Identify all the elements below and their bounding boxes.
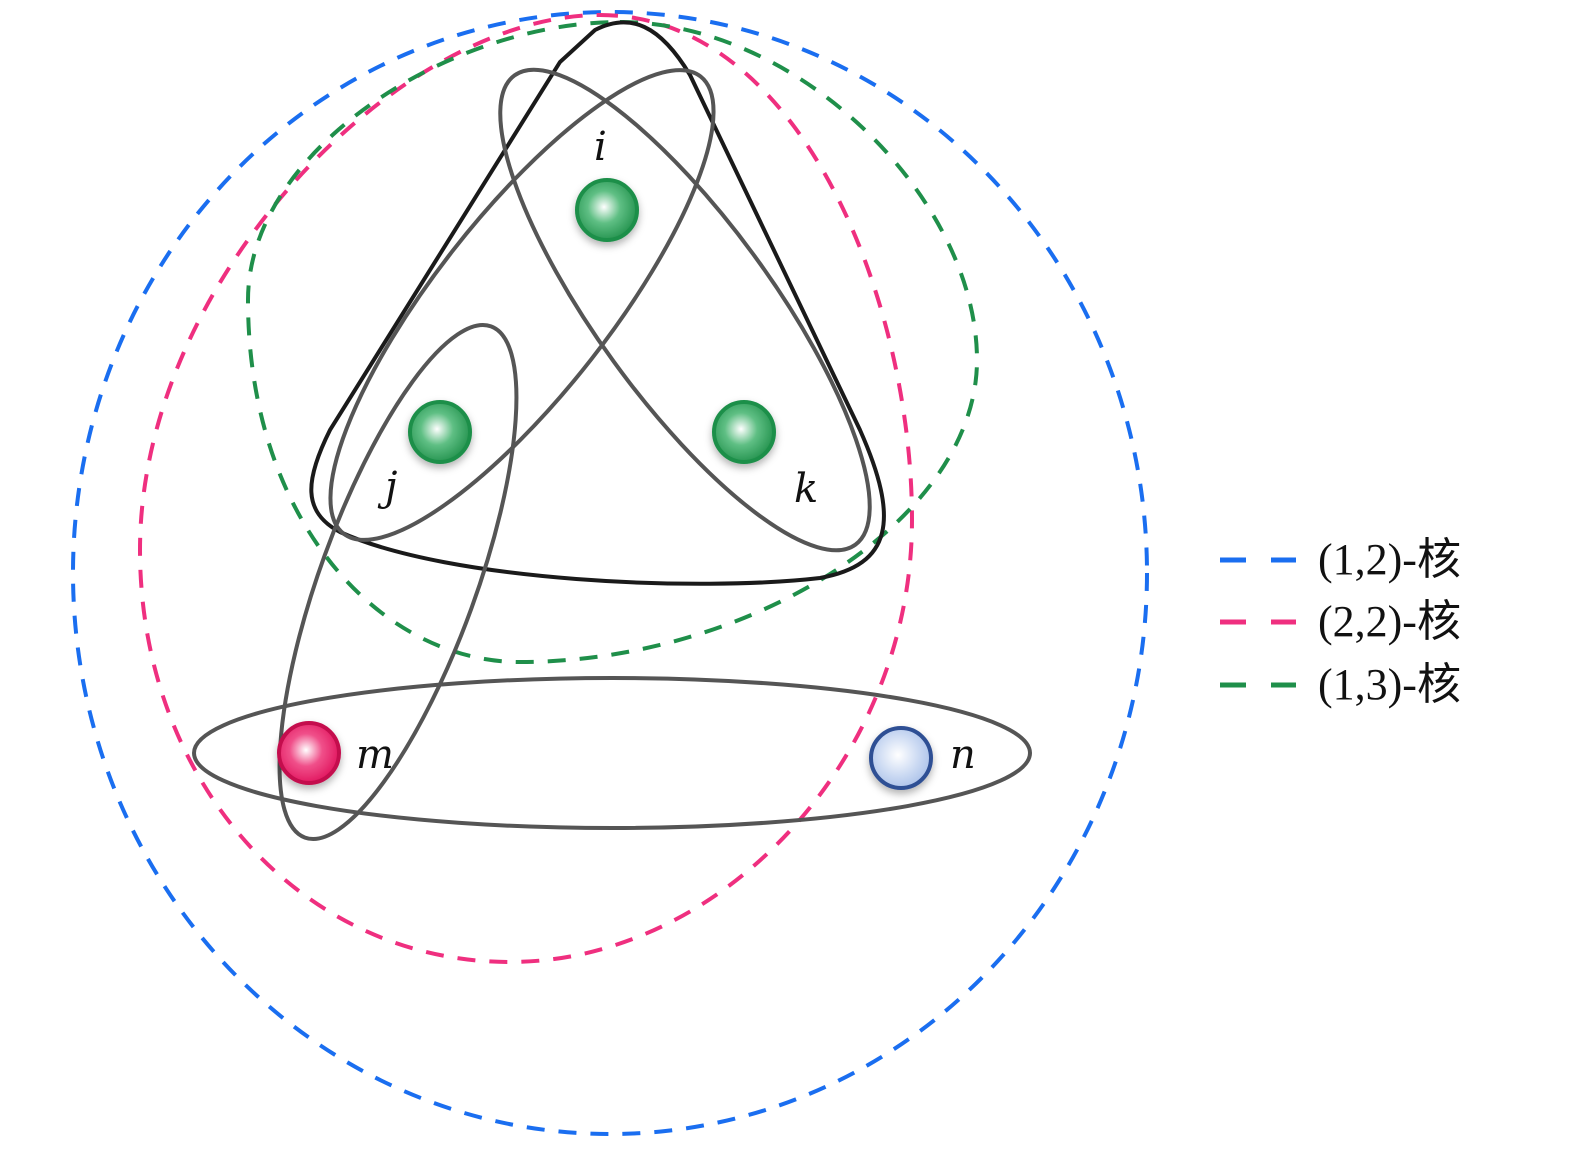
legend-label: (1,3)-核 [1318, 660, 1461, 709]
node-k [712, 400, 776, 464]
legend-label: (1,2)-核 [1318, 535, 1461, 584]
node-label-i: i [594, 124, 607, 170]
hyperedge-ijk [309, 20, 886, 586]
legend-item-core-1-2: (1,2)-核 [1220, 535, 1461, 584]
core-1-3-boundary [245, 19, 980, 665]
hyperedge-ik [498, 67, 872, 553]
legend-item-core-2-2: (2,2)-核 [1220, 597, 1461, 646]
node-label-n: n [950, 732, 976, 778]
node-label-j: j [377, 464, 397, 510]
node-m [277, 721, 341, 785]
node-label-k: k [794, 466, 818, 512]
hyperedge-mn [192, 676, 1032, 830]
core-1-2-boundary [71, 10, 1149, 1136]
node-i [575, 178, 639, 242]
core-2-2-boundary [137, 12, 915, 965]
legend-label: (2,2)-核 [1318, 597, 1461, 646]
hyperedge-jm [277, 323, 519, 841]
hyperedge-ij [328, 68, 716, 542]
legend-item-core-1-3: (1,3)-核 [1220, 660, 1461, 709]
legend: (1,2)-核 (2,2)-核 (1,3)-核 [1220, 535, 1461, 709]
node-j [408, 400, 472, 464]
node-n [869, 726, 933, 790]
node-label-m: m [356, 732, 394, 778]
